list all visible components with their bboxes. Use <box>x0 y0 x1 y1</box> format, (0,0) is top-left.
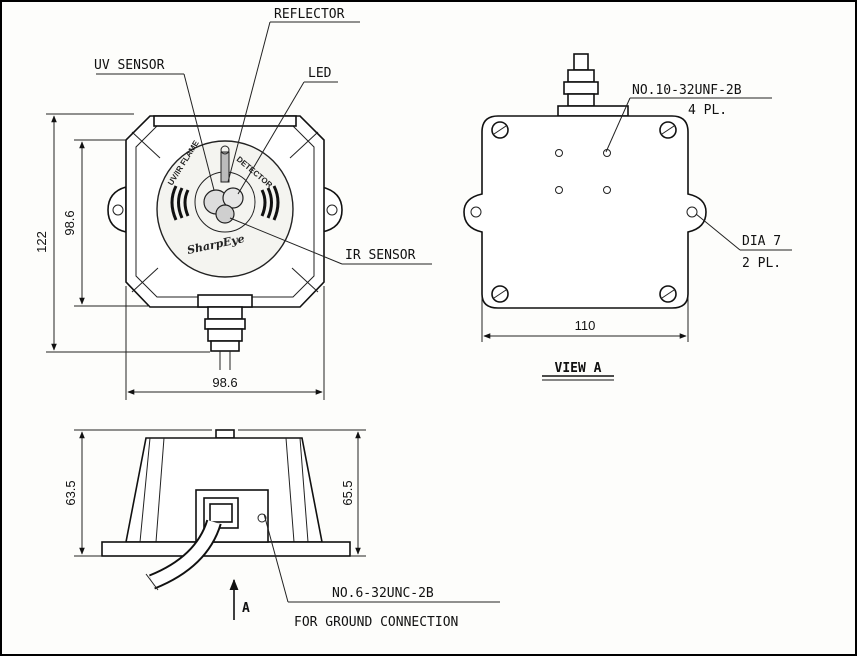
right-dia-hole <box>686 206 698 218</box>
view-a-arrow-label: A <box>242 601 250 616</box>
ir-sensor-element <box>215 204 235 224</box>
side-base-flange <box>101 541 351 557</box>
face-ribs <box>170 185 280 221</box>
dim-front-width: 98.6 <box>212 375 237 390</box>
dim-side-height-right: 65.5 <box>340 480 355 505</box>
view-a: NO.10-32UNF-2B 4 PL. DIA 7 2 PL. 110 VIE… <box>463 53 792 381</box>
top-lip <box>153 115 297 127</box>
callout-dia: DIA 7 <box>742 234 781 249</box>
threaded-holes <box>555 149 611 194</box>
corner-screws <box>491 121 677 303</box>
callout-ir-sensor: IR SENSOR <box>345 248 416 263</box>
callout-thread-mount: NO.10-32UNF-2B <box>632 83 742 98</box>
side-cable <box>149 520 220 588</box>
dim-side-height-left: 63.5 <box>63 480 78 505</box>
callout-thread-mount-qty: 4 PL. <box>688 103 727 118</box>
top-cable-gland <box>567 93 595 107</box>
view-a-title: VIEW A <box>555 361 602 376</box>
dim-view-a-width: 110 <box>575 318 596 333</box>
callout-uv-sensor: UV SENSOR <box>94 58 165 73</box>
callout-ground-thread: NO.6-32UNC-2B <box>332 586 434 601</box>
reflector-element <box>220 151 230 183</box>
left-dia-hole <box>470 206 482 218</box>
led-element <box>222 187 244 209</box>
ground-screw-hole <box>257 513 267 523</box>
right-ear-hole <box>326 204 338 216</box>
right-ear <box>321 185 343 233</box>
cable-gland <box>210 340 240 352</box>
side-view: 63.5 65.5 A NO.6-32UNC-2B FOR GROUND CON… <box>63 429 500 630</box>
callout-dia-qty: 2 PL. <box>742 256 781 271</box>
left-ear <box>107 185 127 233</box>
callout-reflector: REFLECTOR <box>274 7 345 22</box>
callout-led: LED <box>308 66 332 81</box>
left-ear-hole <box>112 204 124 216</box>
mounting-plate <box>463 115 707 309</box>
side-top-tab <box>215 429 235 439</box>
front-view: UV/IR FLAME DETECTOR SharpEye 122 98.6 9… <box>34 7 432 400</box>
dim-front-height-inner: 98.6 <box>62 210 77 235</box>
dim-front-height-outer: 122 <box>34 231 49 253</box>
housing-inner-outline <box>135 125 315 298</box>
bottom-bracket <box>197 294 253 308</box>
callout-ground-note: FOR GROUND CONNECTION <box>294 615 458 630</box>
